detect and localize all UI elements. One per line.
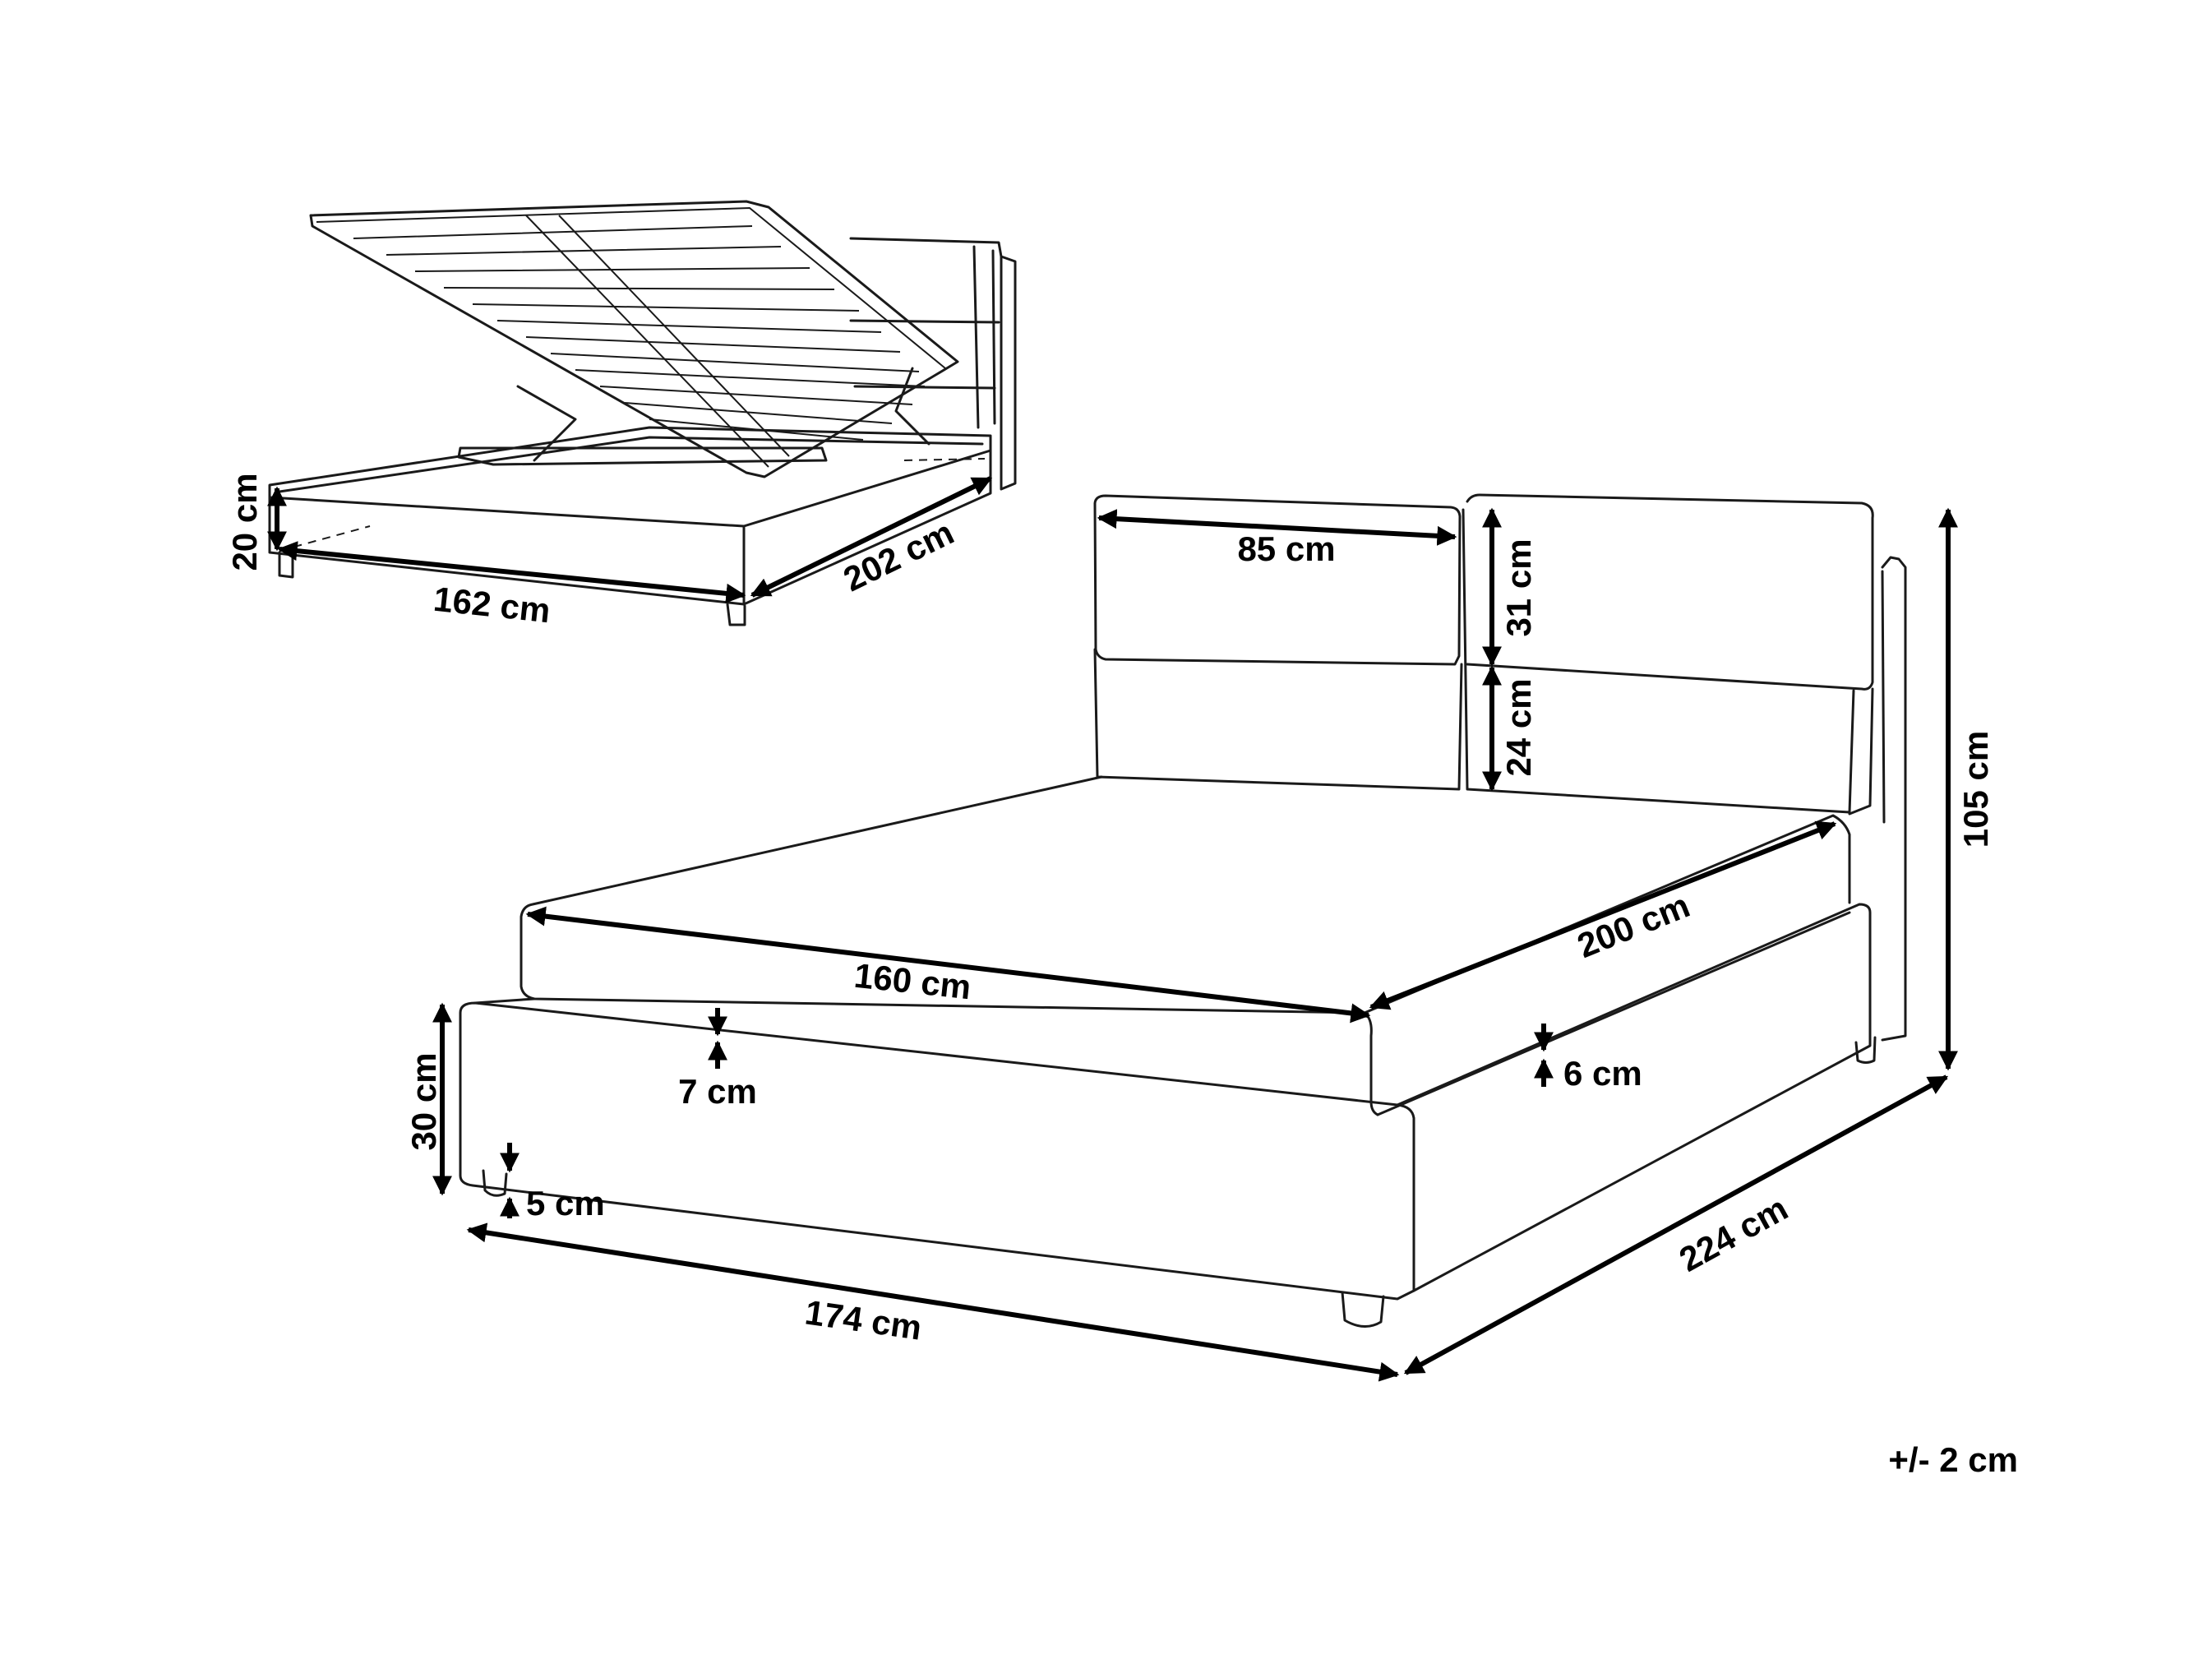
label-open-frame-height: 20 cm <box>225 473 264 571</box>
label-headboard-panel-width: 85 cm <box>1237 529 1335 568</box>
label-overall-width: 174 cm <box>803 1292 925 1347</box>
tolerance-note: +/- 2 cm <box>1888 1440 2018 1479</box>
label-headboard-lower-height: 24 cm <box>1499 678 1538 776</box>
label-front-recess: 7 cm <box>678 1072 757 1111</box>
label-overall-length: 224 cm <box>1673 1189 1794 1279</box>
dimension-arrows <box>267 476 1958 1382</box>
label-leg-height: 5 cm <box>526 1184 605 1222</box>
label-open-frame-width: 162 cm <box>432 580 552 631</box>
label-total-height: 105 cm <box>1956 731 1995 848</box>
label-frame-height: 30 cm <box>404 1052 443 1150</box>
label-mattress-length: 200 cm <box>1572 885 1695 965</box>
label-side-recess: 6 cm <box>1563 1054 1642 1093</box>
label-headboard-upper-height: 31 cm <box>1499 538 1538 636</box>
